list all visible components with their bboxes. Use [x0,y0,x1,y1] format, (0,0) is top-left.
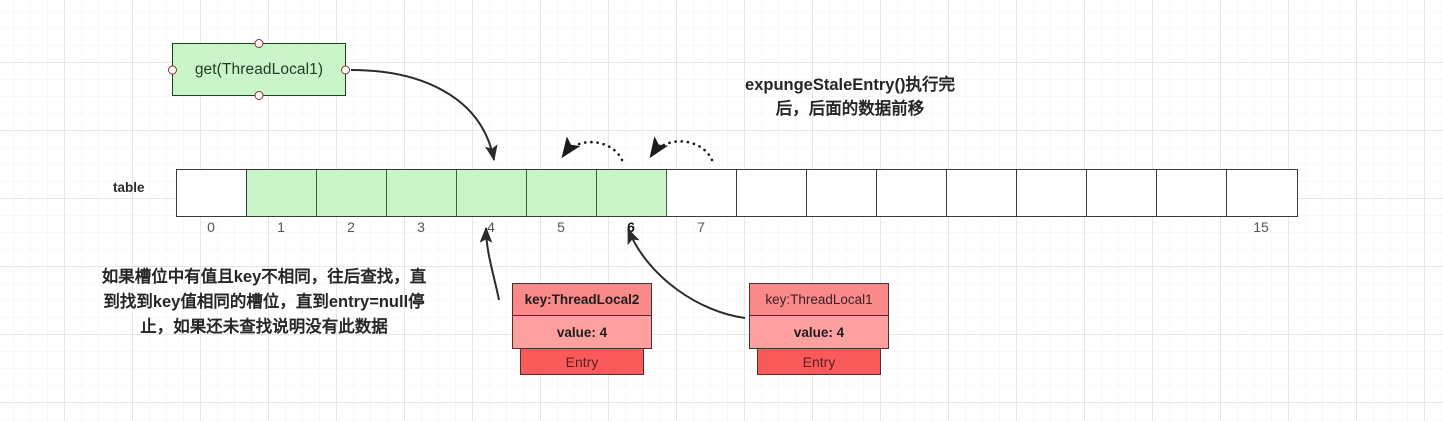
entry-value-label: value: 4 [749,316,889,349]
get-threadlocal-node[interactable]: get(ThreadLocal1) [168,39,350,100]
diagram-heading: expungeStaleEntry()执行完 后，后面的数据前移 [660,74,1040,122]
table-cell-15[interactable] [1227,170,1297,216]
table-index-label-2: 2 [347,219,355,235]
entry-box-threadlocal1[interactable]: key:ThreadLocal1 value: 4 Entry [749,283,889,375]
table-cell-8[interactable] [737,170,807,216]
table-index-label-15: 15 [1253,219,1269,235]
arrow-shift-6-to-5 [561,136,624,162]
table-cell-9[interactable] [807,170,877,216]
table-cell-12[interactable] [1017,170,1087,216]
table-cell-4[interactable] [457,170,527,216]
table-cell-5[interactable] [527,170,597,216]
get-threadlocal-node-label: get(ThreadLocal1) [194,60,324,78]
table-index-label-0: 0 [207,219,215,235]
arrow-shift-7-to-6 [649,136,714,162]
table-cell-6[interactable] [597,170,667,216]
table-index-label-1: 1 [277,219,285,235]
arrow-get-to-slot4 [350,69,498,162]
connection-handle-left[interactable] [168,65,177,74]
search-strategy-note: 如果槽位中有值且key不相同，往后查找，直 到找到key值相同的槽位，直到ent… [44,265,484,339]
arrow-entry1-to-slot6 [627,227,746,319]
table-cell-1[interactable] [247,170,317,216]
entry-type-label: Entry [520,349,644,375]
table-index-label-6: 6 [627,219,635,235]
entry-type-label: Entry [757,349,881,375]
table-cell-13[interactable] [1087,170,1157,216]
diagram-heading-line-1: expungeStaleEntry()执行完 [745,76,955,94]
table-cell-11[interactable] [947,170,1017,216]
table-cell-14[interactable] [1157,170,1227,216]
table-cell-10[interactable] [877,170,947,216]
diagram-heading-line-2: 后，后面的数据前移 [775,99,925,118]
connection-handle-bottom[interactable] [254,91,264,100]
entry-key-label: key:ThreadLocal2 [512,283,652,316]
table-index-label-7: 7 [697,219,705,235]
table-index-label-5: 5 [557,219,565,235]
connection-handle-top[interactable] [254,39,264,48]
connection-handle-right[interactable] [341,65,350,74]
search-strategy-note-line-2: 到找到key值相同的槽位，直到entry=null停 [103,292,425,311]
table-label: table [113,180,145,195]
table-cell-2[interactable] [317,170,387,216]
table-cell-3[interactable] [387,170,457,216]
entry-box-threadlocal2[interactable]: key:ThreadLocal2 value: 4 Entry [512,283,652,375]
table-row [176,169,1298,217]
table-index-label-3: 3 [417,219,425,235]
search-strategy-note-line-3: 止，如果还未查找说明没有此数据 [140,317,388,336]
entry-value-label: value: 4 [512,316,652,349]
entry-key-label: key:ThreadLocal1 [749,283,889,316]
table-cell-0[interactable] [177,170,247,216]
arrow-entry2-to-slot4 [479,226,500,301]
search-strategy-note-line-1: 如果槽位中有值且key不相同，往后查找，直 [101,268,427,286]
table-cell-7[interactable] [667,170,737,216]
